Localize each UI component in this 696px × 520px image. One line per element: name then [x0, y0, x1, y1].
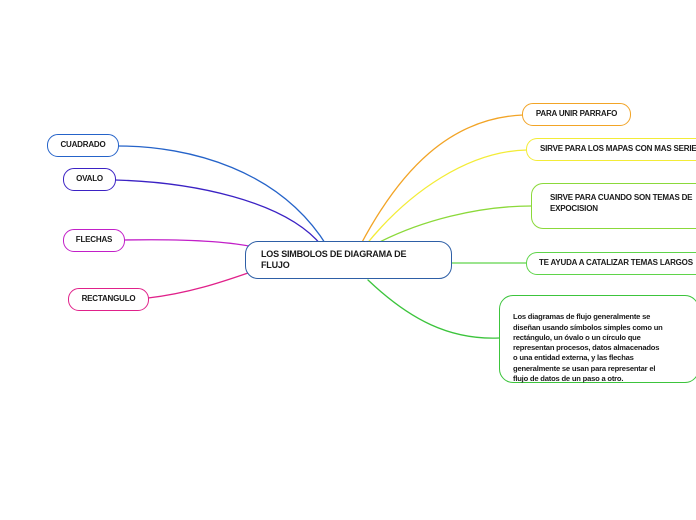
connector-sirve-temas — [371, 205, 532, 247]
topic-te-ayuda-label: TE AYUDA A CATALIZAR TEMAS LARGOS — [539, 258, 693, 267]
connector-nota — [367, 279, 500, 339]
topic-sirve-temas[interactable]: SIRVE PARA CUANDO SON TEMAS DE EXPOCISIO… — [531, 183, 696, 229]
topic-nota-descripcion-label: Los diagramas de flujo generalmente se d… — [513, 312, 663, 384]
topic-flechas[interactable]: FLECHAS — [63, 229, 125, 252]
topic-sirve-mapas-label: SIRVE PARA LOS MAPAS CON MAS SERIEDAD — [540, 144, 696, 153]
connector-sirve-mapas — [364, 149, 528, 247]
topic-ovalo[interactable]: OVALO — [63, 168, 116, 191]
topic-rectangulo-label: RECTANGULO — [81, 294, 136, 303]
topic-sirve-mapas[interactable]: SIRVE PARA LOS MAPAS CON MAS SERIEDAD — [526, 138, 696, 161]
topic-cuadrado-label: CUADRADO — [60, 140, 106, 149]
topic-te-ayuda[interactable]: TE AYUDA A CATALIZAR TEMAS LARGOS — [526, 252, 696, 275]
connector-cuadrado — [117, 145, 328, 247]
topic-rectangulo[interactable]: RECTANGULO — [68, 288, 149, 311]
topic-para-unir-parrafo[interactable]: PARA UNIR PARRAFO — [522, 103, 631, 126]
topic-nota-descripcion[interactable]: Los diagramas de flujo generalmente se d… — [499, 295, 696, 383]
central-topic-label: LOS SIMBOLOS DE DIAGRAMA DE FLUJO — [261, 249, 407, 270]
topic-ovalo-label: OVALO — [76, 174, 103, 183]
connector-para-unir-parrafo — [359, 114, 524, 247]
topic-para-unir-parrafo-label: PARA UNIR PARRAFO — [535, 109, 618, 118]
topic-cuadrado[interactable]: CUADRADO — [47, 134, 119, 157]
central-topic[interactable]: LOS SIMBOLOS DE DIAGRAMA DE FLUJO — [245, 241, 452, 279]
topic-sirve-temas-label: SIRVE PARA CUANDO SON TEMAS DE EXPOCISIO… — [550, 193, 693, 213]
connector-ovalo — [114, 179, 323, 247]
topic-flechas-label: FLECHAS — [75, 235, 113, 244]
connector-flechas — [123, 239, 259, 249]
